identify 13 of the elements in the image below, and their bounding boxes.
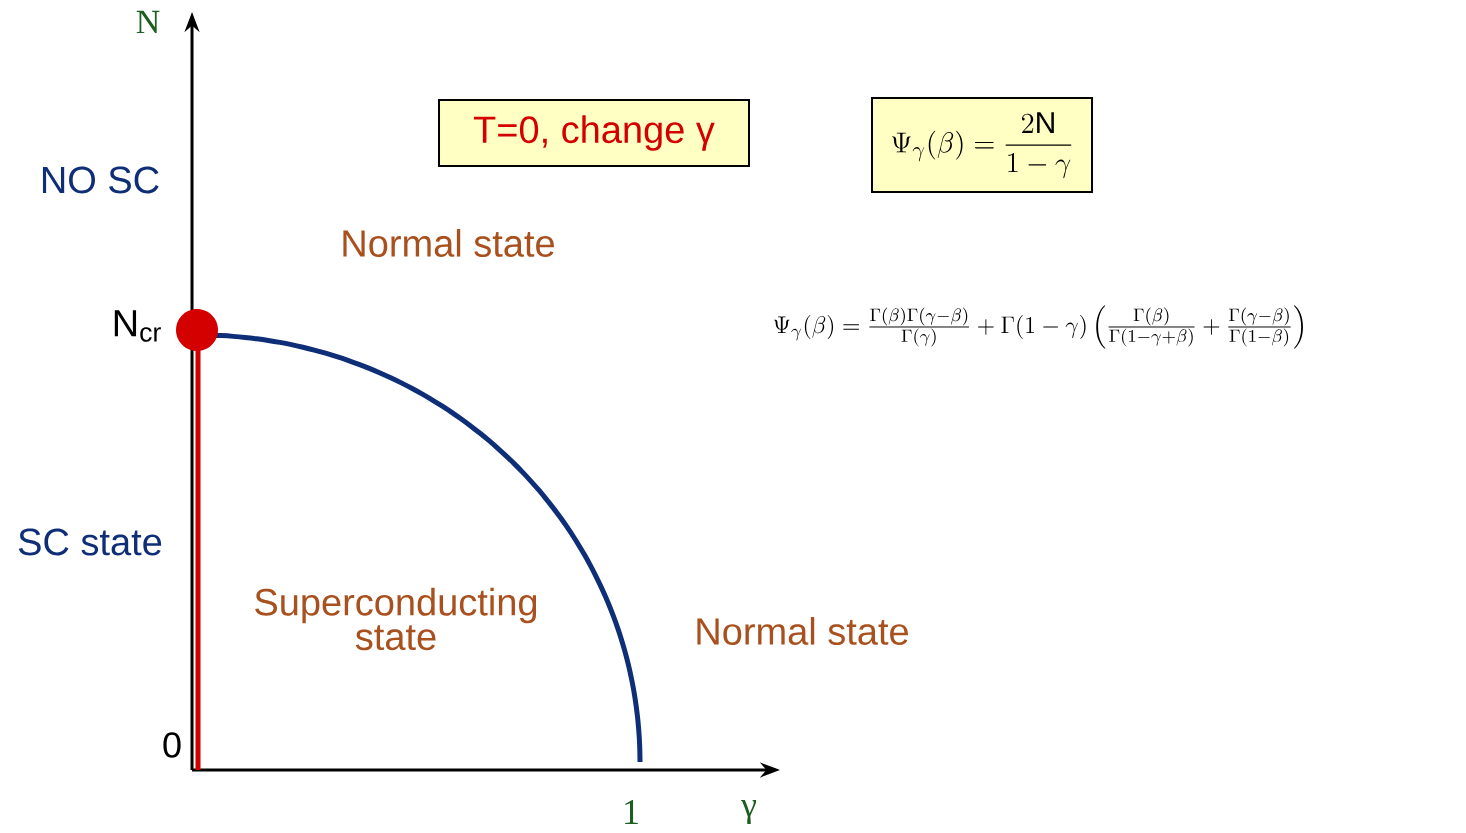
axis-label: N bbox=[136, 10, 160, 34]
formula: $\Psi_\gamma(\beta) = \frac{\Gamma(\beta)\Gamma(\gamma-\beta)}{\Gamma(\gamma)} + \Gamma(1-\gamma)\left(\frac{\Gamma(\beta)}{\Gamma(1-\gamma+\beta)} + \frac{\Gamma(\gamma-\beta)}{\Gamma(1-\beta)}\right)$ bbox=[774, 305, 1303, 349]
region-label: SC state bbox=[18, 528, 162, 556]
region-label: Normal state bbox=[343, 229, 554, 257]
title-box: T=0, change γ bbox=[438, 99, 750, 167]
formula-box: $\Psi_{\gamma}(\beta)=\frac{2\mathrm{N}}{1-\gamma}$ bbox=[871, 97, 1093, 193]
tick-label: 1 bbox=[625, 800, 638, 824]
region-label: NO SC bbox=[42, 166, 159, 194]
region-label: Normal state bbox=[697, 617, 908, 645]
axis-label: N$_{cr}$ bbox=[114, 310, 161, 342]
tick-label: 0 bbox=[163, 732, 181, 758]
region-label: Superconducting state bbox=[255, 587, 537, 651]
axis-label: γ bbox=[741, 799, 757, 825]
